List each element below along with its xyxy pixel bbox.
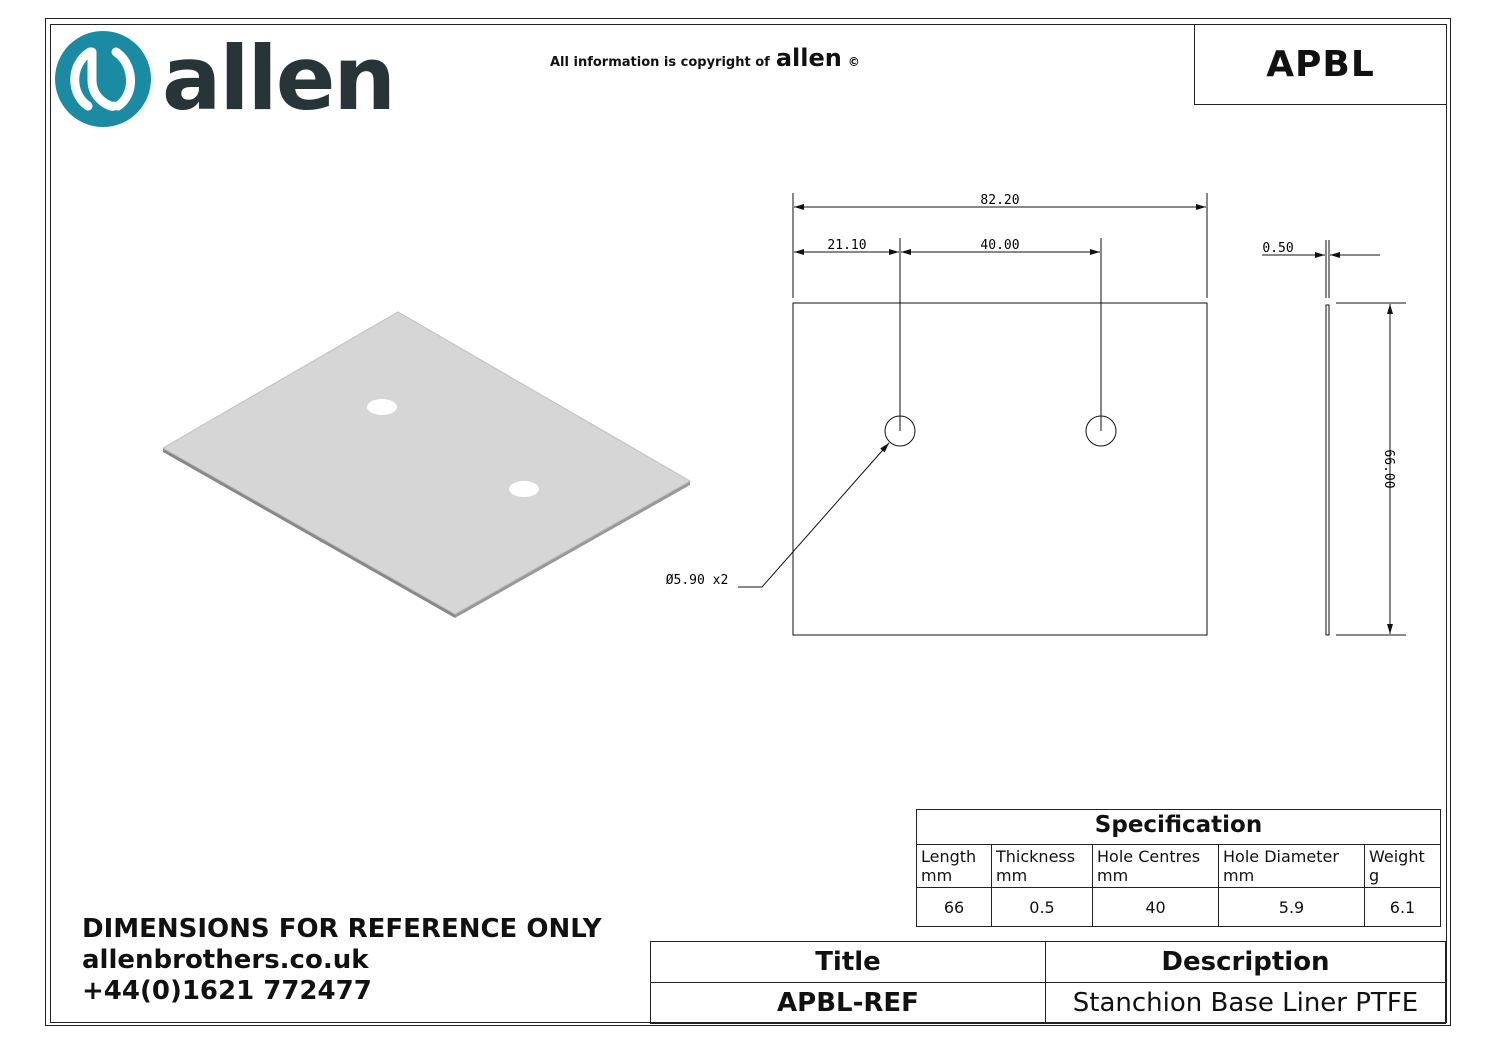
spec-col-unit: g [1369, 866, 1380, 885]
spec-col-unit: mm [996, 866, 1028, 885]
title-label: Title [650, 941, 1046, 983]
dim-overall-width: 82.20 [980, 193, 1019, 208]
spec-value-thickness: 0.5 [991, 887, 1093, 927]
spec-value-row: 66 0.5 40 5.9 6.1 [916, 887, 1441, 927]
spec-col-unit: mm [921, 866, 953, 885]
spec-col-unit: mm [1097, 866, 1129, 885]
allen-logo: allen [54, 27, 396, 130]
drawing-frame-outer [45, 18, 1451, 1026]
dim-hole-centres: 40.00 [980, 238, 1019, 253]
description-value: Stanchion Base Liner PTFE [1045, 982, 1446, 1024]
dim-height: 66.00 [1381, 449, 1396, 488]
iso-hole [509, 481, 539, 497]
spec-value-hole-diameter: 5.9 [1218, 887, 1365, 927]
spec-col-label: Weight [1369, 847, 1425, 866]
spec-value-hole-centres: 40 [1092, 887, 1219, 927]
logo-wordmark: allen [162, 27, 396, 130]
dim-thickness: 0.50 [1262, 241, 1293, 256]
description-label: Description [1045, 941, 1446, 983]
spec-col-label: Hole Centres [1097, 847, 1201, 866]
title-block: Title Description APBL-REF Stanchion Bas… [650, 941, 1446, 1024]
copyright-symbol: © [847, 55, 860, 69]
dim-hole-callout: Ø5.90 x2 [666, 573, 729, 588]
footer-info: DIMENSIONS FOR REFERENCE ONLY allenbroth… [82, 914, 602, 1007]
title-value: APBL-REF [650, 982, 1046, 1024]
spec-title: Specification [916, 809, 1441, 845]
spec-col-unit: mm [1223, 866, 1255, 885]
copyright-brand: allen [775, 44, 842, 72]
isometric-view [161, 311, 692, 618]
iso-hole [367, 399, 397, 415]
front-view [738, 193, 1208, 636]
copyright-notice: All information is copyright of allen © [550, 44, 860, 72]
copyright-text: All information is copyright of [550, 55, 770, 70]
spec-col-label: Hole Diameter [1223, 847, 1339, 866]
side-view [1262, 240, 1406, 636]
reference-notice: DIMENSIONS FOR REFERENCE ONLY [82, 914, 602, 944]
spec-value-weight: 6.1 [1364, 887, 1441, 927]
spec-value-length: 66 [916, 887, 992, 927]
phone-number: +44(0)1621 772477 [82, 976, 372, 1006]
allen-logo-icon [55, 31, 151, 127]
spec-col-label: Length [921, 847, 977, 866]
spec-col-label: Thickness [996, 847, 1076, 866]
product-code: APBL [1194, 24, 1446, 105]
dim-edge-to-hole: 21.10 [827, 238, 866, 253]
website-link[interactable]: allenbrothers.co.uk [82, 945, 369, 975]
